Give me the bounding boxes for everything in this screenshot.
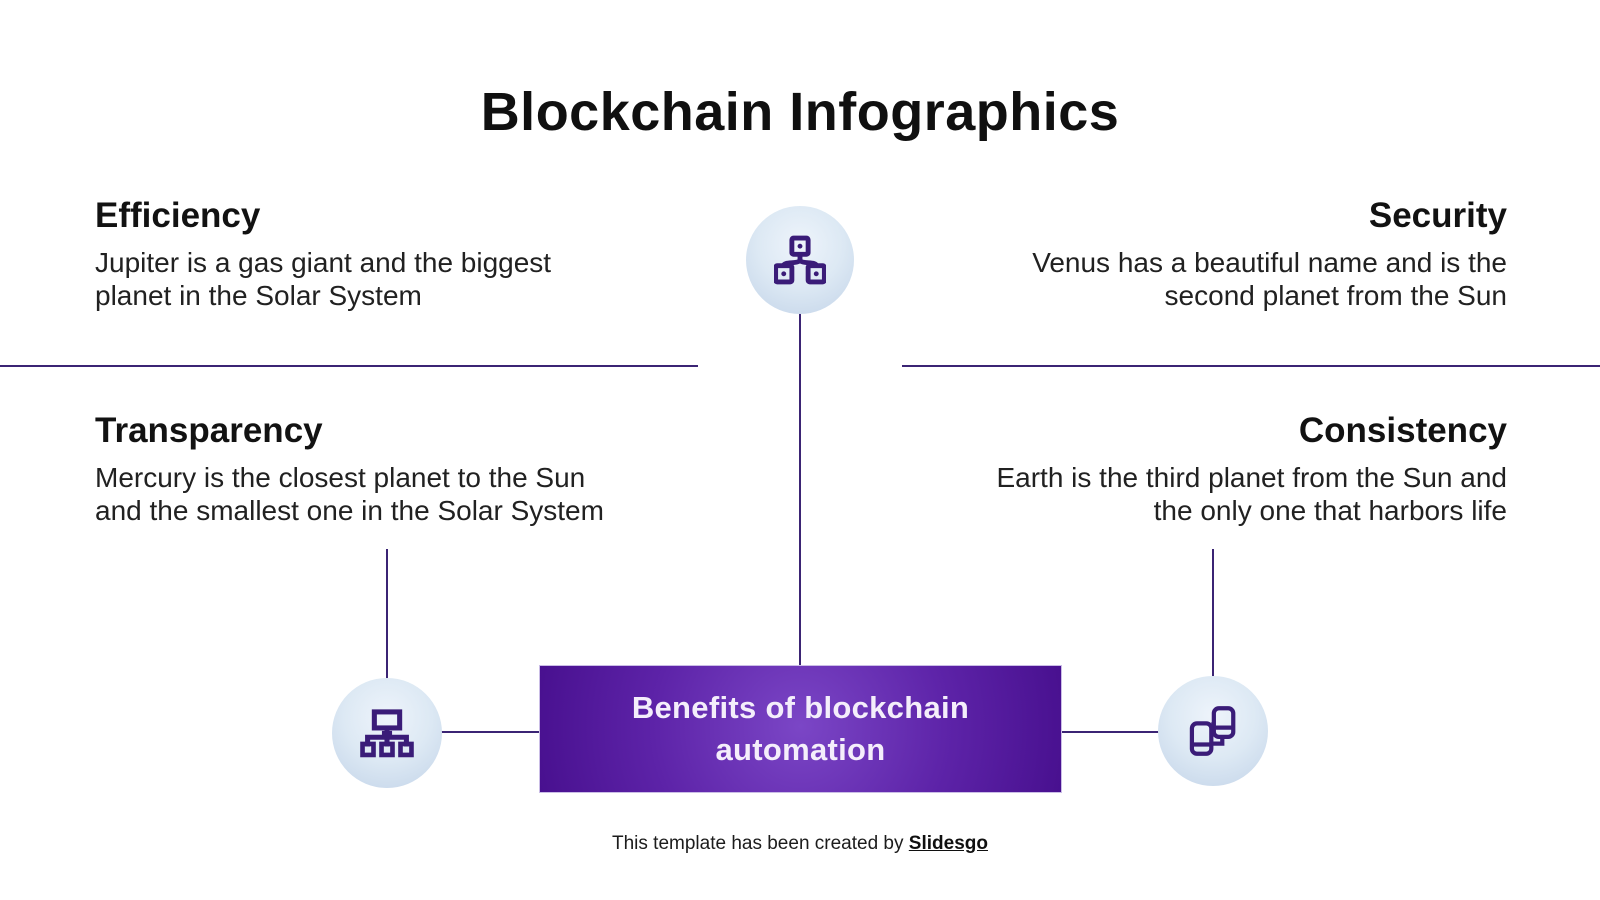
- icon-circle-top: [746, 206, 854, 314]
- footer-attribution: This template has been created by Slides…: [0, 833, 1600, 855]
- section-body-consistency: Earth is the third planet from the Sun a…: [996, 462, 1507, 527]
- section-body-security: Venus has a beautiful name and is the se…: [1032, 247, 1507, 312]
- section-heading-efficiency: Efficiency: [95, 196, 261, 235]
- hierarchy-org-icon: [360, 706, 414, 760]
- footer-text: This template has been created by: [612, 833, 909, 854]
- center-box-label: Benefits of blockchain automation: [631, 690, 970, 767]
- divider-line-left: [0, 365, 698, 367]
- section-body-efficiency: Jupiter is a gas giant and the biggest p…: [95, 247, 552, 312]
- section-heading-transparency: Transparency: [95, 411, 323, 450]
- divider-line-right: [902, 365, 1600, 367]
- section-body-transparency: Mercury is the closest planet to the Sun…: [95, 462, 604, 527]
- connector-horizontal-left: [441, 731, 540, 733]
- section-heading-consistency: Consistency: [1298, 411, 1507, 450]
- center-benefits-box: Benefits of blockchain automation: [539, 665, 1062, 793]
- section-security: Security Venus has a beautiful name and …: [867, 196, 1507, 312]
- section-heading-security: Security: [1368, 196, 1507, 235]
- connector-vertical-left: [386, 549, 388, 679]
- section-consistency: Consistency Earth is the third planet fr…: [867, 411, 1507, 527]
- section-transparency: Transparency Mercury is the closest plan…: [95, 411, 735, 527]
- connector-horizontal-right: [1061, 731, 1159, 733]
- connector-vertical-right: [1212, 549, 1214, 677]
- devices-sync-icon: [1186, 704, 1240, 758]
- slide-title: Blockchain Infographics: [480, 82, 1120, 142]
- icon-circle-left: [332, 678, 442, 788]
- network-nodes-icon: [774, 234, 826, 286]
- connector-vertical-top: [799, 313, 801, 666]
- icon-circle-right: [1158, 676, 1268, 786]
- section-efficiency: Efficiency Jupiter is a gas giant and th…: [95, 196, 735, 312]
- slidesgo-link[interactable]: Slidesgo: [908, 833, 988, 854]
